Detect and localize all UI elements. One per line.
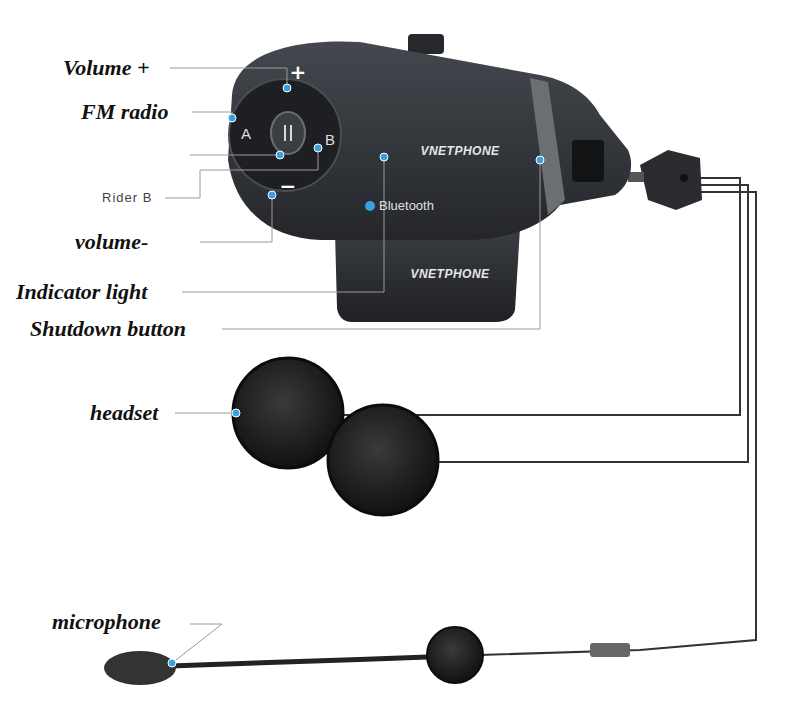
plug-hole (680, 174, 688, 182)
side-trim (530, 78, 565, 215)
mic-pad (427, 627, 483, 683)
part-label: Volume + (63, 55, 150, 80)
center-icon (285, 125, 291, 141)
part-label: Indicator light (16, 279, 147, 304)
device-print: Bluetooth (379, 199, 434, 214)
button-symbol: − (280, 175, 297, 198)
center-button (271, 112, 305, 154)
mic-boom (170, 656, 455, 666)
part-label: Shutdown button (30, 316, 186, 341)
bluetooth-icon (365, 201, 375, 211)
part-label: Rider B (102, 191, 152, 206)
top-button (408, 34, 444, 54)
speaker-pad (233, 358, 343, 468)
part-label: FM radio (81, 99, 168, 124)
plug-pin (628, 172, 644, 182)
mount-clip (335, 228, 520, 322)
plug (640, 150, 702, 210)
part-label: volume- (75, 229, 148, 254)
brand-logo: VNETPHONE (410, 268, 489, 282)
button-letter: B (325, 131, 335, 148)
leader-line (165, 68, 540, 660)
inline-connector (590, 643, 630, 657)
button-symbol: + (290, 61, 307, 84)
device-body (228, 41, 631, 240)
brand-logo: VNETPHONE (420, 145, 499, 159)
mic-foam (104, 651, 176, 685)
port-recess (572, 140, 604, 182)
part-label: microphone (52, 609, 161, 634)
callout-dot (168, 84, 544, 667)
speaker-pad (328, 405, 438, 515)
part-label: headset (90, 400, 158, 425)
button-letter: A (241, 125, 251, 142)
